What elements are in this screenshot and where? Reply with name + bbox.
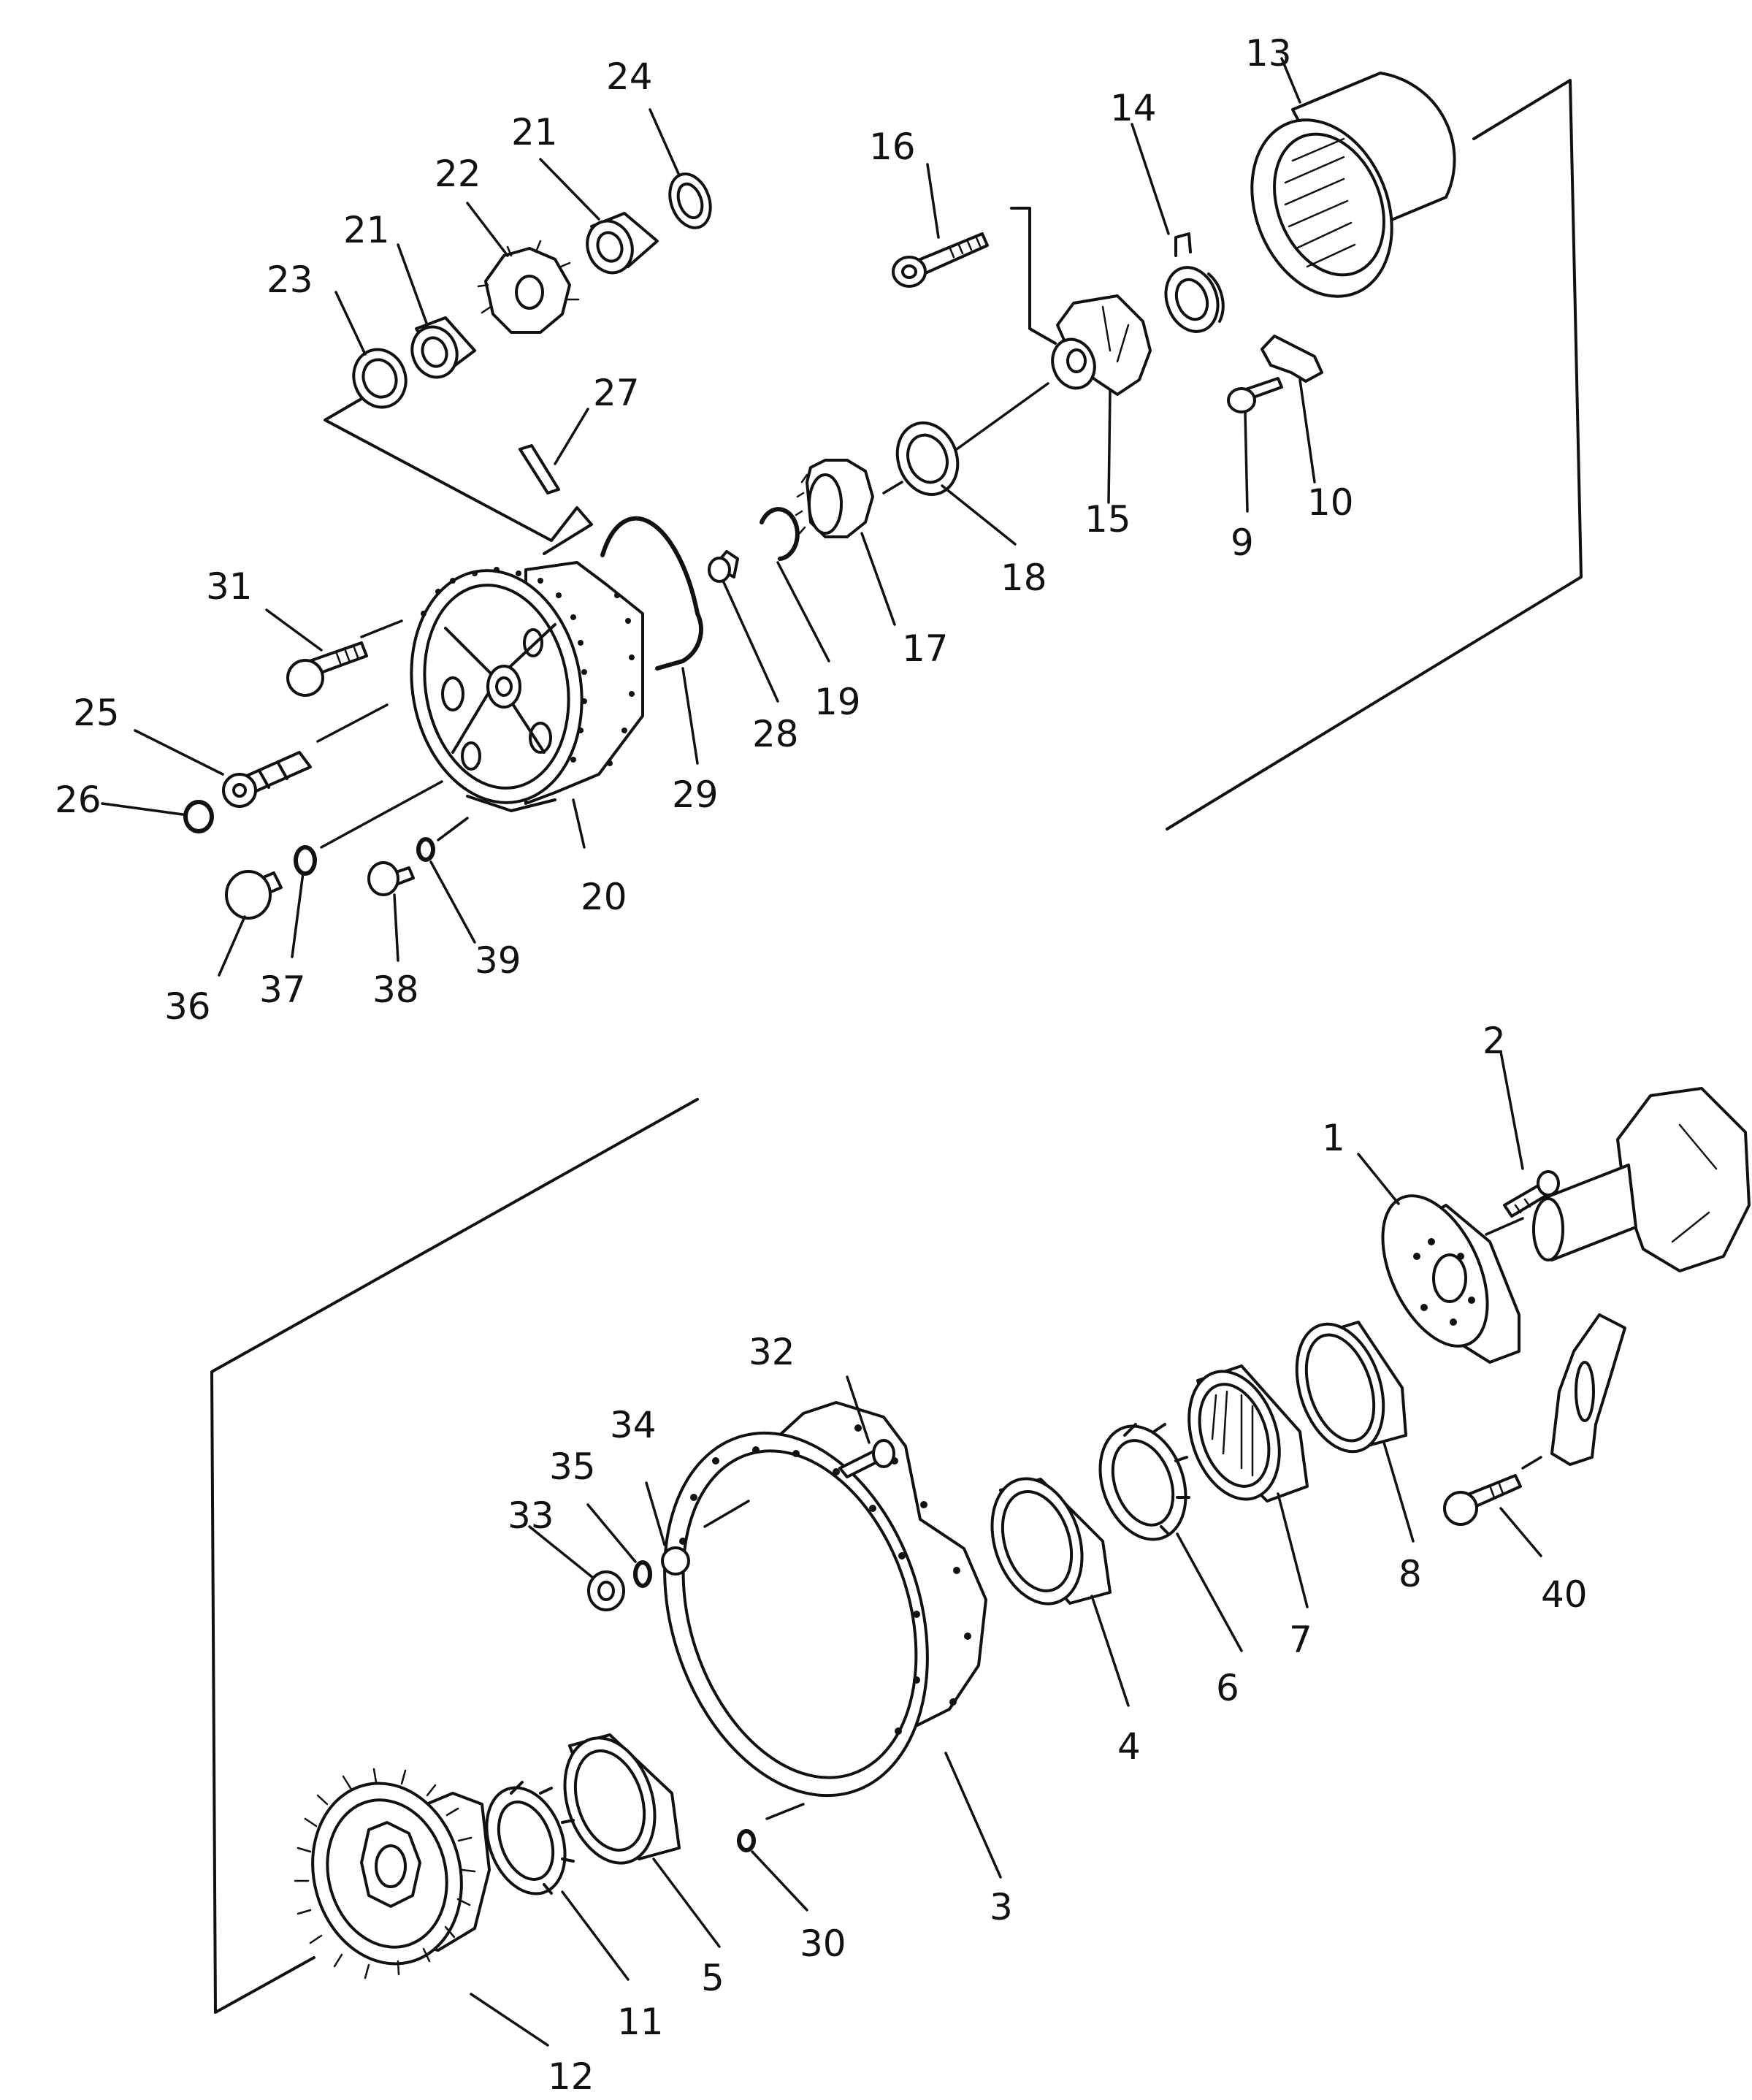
label-7: 7	[1289, 1619, 1312, 1661]
idler-bracket-hole	[1575, 1361, 1595, 1422]
pivot-pin-25	[222, 751, 312, 808]
label-38: 38	[372, 969, 419, 1011]
needle-bearing-21-left	[410, 316, 476, 379]
long-bolt-16	[892, 232, 989, 288]
thrust-washer-23	[352, 348, 408, 409]
sun-gear	[795, 459, 874, 538]
o-ring-30	[737, 1829, 756, 1852]
bearing-cone-6	[1098, 1423, 1190, 1541]
lock-plate	[1261, 335, 1323, 383]
bearing-cup-4	[990, 1477, 1112, 1605]
label-18: 18	[1001, 557, 1047, 599]
label-39: 39	[475, 939, 521, 982]
label-19: 19	[814, 681, 861, 723]
label-14: 14	[1110, 87, 1157, 129]
nut-33	[587, 1570, 625, 1611]
spring-washer	[1164, 232, 1225, 333]
bolt-2	[1503, 1170, 1560, 1218]
label-15: 15	[1085, 498, 1131, 541]
lower-axis-lines	[703, 1217, 1542, 1820]
label-35: 35	[549, 1446, 596, 1488]
label-25: 25	[73, 692, 120, 734]
plug-28	[708, 550, 739, 583]
label-30: 30	[800, 1923, 846, 1965]
label-10: 10	[1307, 481, 1354, 524]
pin-group-bracket	[1010, 207, 1057, 345]
upper-assembly	[101, 57, 1583, 977]
label-21-left: 21	[343, 209, 390, 251]
flange-plate	[1381, 1194, 1520, 1364]
label-28: 28	[752, 713, 799, 755]
bearing-cup-7	[1187, 1364, 1309, 1503]
bearing-cone-11	[485, 1781, 575, 1895]
bearing-cup-5	[563, 1733, 681, 1865]
bolt-9	[1227, 377, 1283, 413]
upper-bracket-line	[1166, 79, 1583, 831]
snap-ring	[760, 507, 800, 561]
label-5: 5	[701, 1957, 724, 1999]
plug-38	[367, 861, 415, 896]
label-31: 31	[206, 565, 253, 608]
label-37: 37	[259, 969, 306, 1011]
sprocket	[294, 1768, 491, 1979]
o-ring-39	[416, 837, 435, 862]
label-4: 4	[1117, 1725, 1141, 1768]
lower-bracket-line	[210, 1098, 699, 2014]
idler-bracket	[1550, 1313, 1626, 1466]
label-13: 13	[1245, 32, 1292, 75]
lower-assembly	[210, 1050, 1751, 2047]
thrust-washer-18	[895, 421, 960, 496]
label-1: 1	[1322, 1117, 1345, 1159]
planet-carrier	[410, 561, 644, 812]
label-11: 11	[617, 2001, 664, 2043]
bolt-31	[286, 641, 368, 697]
drive-shaft	[1532, 1087, 1751, 1272]
label-24: 24	[606, 56, 653, 98]
planet-gear	[477, 240, 580, 334]
label-3: 3	[990, 1886, 1013, 1928]
label-6: 6	[1216, 1667, 1239, 1709]
label-27: 27	[593, 372, 640, 414]
label-20: 20	[581, 876, 627, 918]
thrust-washer-24	[668, 172, 712, 229]
label-2: 2	[1483, 1020, 1506, 1062]
label-32: 32	[749, 1331, 795, 1373]
label-8: 8	[1399, 1553, 1422, 1595]
label-21-top: 21	[511, 111, 558, 153]
label-29: 29	[672, 774, 719, 816]
part-number-labels: 13 14 16 24 21 22 21 23 27 15 9 10 18 17…	[55, 32, 1588, 2098]
washer-35	[633, 1560, 652, 1588]
o-ring-26	[183, 800, 214, 833]
large-o-ring	[600, 516, 703, 671]
ring-gear	[1250, 72, 1456, 298]
spacer-34	[661, 1546, 690, 1576]
carrier-group-bracket	[324, 395, 593, 555]
plug-36	[225, 870, 283, 920]
o-ring-37	[294, 845, 317, 876]
dowel-pin	[519, 444, 560, 495]
label-40: 40	[1541, 1573, 1588, 1616]
hub-housing	[663, 1401, 987, 1798]
upper-axis-lines	[316, 382, 1049, 849]
label-12: 12	[548, 2055, 594, 2098]
label-26: 26	[55, 779, 102, 821]
lower-leader-lines	[470, 1050, 1542, 2047]
label-16: 16	[869, 126, 916, 168]
label-36: 36	[164, 985, 211, 1028]
label-22: 22	[435, 153, 481, 195]
carrier-cover	[1051, 294, 1152, 396]
seal-ring	[1295, 1321, 1407, 1454]
label-17: 17	[902, 627, 949, 670]
bolt-32	[838, 1439, 895, 1478]
label-33: 33	[508, 1494, 554, 1537]
needle-bearing-21-right	[586, 212, 659, 275]
label-23: 23	[267, 259, 313, 301]
label-34: 34	[610, 1404, 657, 1446]
label-9: 9	[1231, 522, 1254, 564]
bolt-40	[1443, 1474, 1522, 1526]
upper-leader-lines	[101, 57, 1316, 977]
